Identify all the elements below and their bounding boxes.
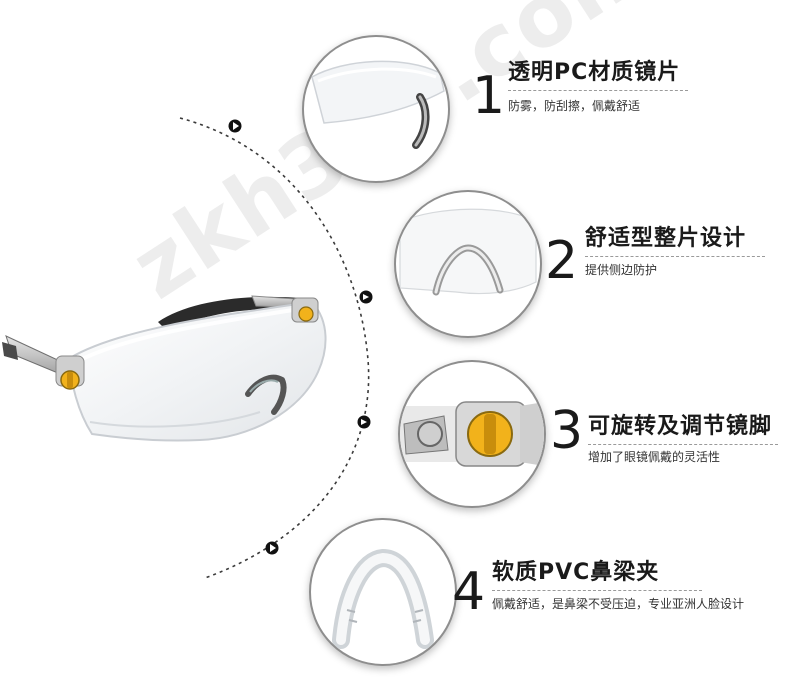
feature-4-divider: [492, 590, 702, 591]
feature-2-detail-circle: [394, 190, 542, 338]
nose-pad-closeup-image: [332, 548, 434, 649]
feature-4-number: 4: [452, 562, 486, 622]
lens-closeup-image: [311, 60, 445, 149]
arc-marker-1-icon: [228, 119, 242, 133]
feature-4-title: 软质PVC鼻梁夹: [492, 560, 660, 585]
feature-1-title: 透明PC材质镜片: [508, 60, 681, 85]
arc-marker-4-icon: [265, 541, 279, 555]
feature-1-divider: [508, 90, 688, 91]
feature-2-title: 舒适型整片设计: [585, 226, 747, 251]
feature-3-number: 3: [550, 401, 584, 461]
feature-4-desc: 佩戴舒适，是鼻梁不受压迫，专业亚洲人脸设计: [492, 597, 745, 611]
feature-1-detail-circle: [302, 35, 450, 183]
feature-1-desc: 防雾，防刮擦，佩戴舒适: [508, 99, 641, 113]
arc-marker-3-icon: [357, 415, 371, 429]
feature-1-number: 1: [472, 66, 506, 126]
hinge-closeup-image: [400, 401, 544, 467]
arc-marker-2-icon: [359, 290, 373, 304]
feature-3-divider: [588, 444, 778, 445]
safety-glasses-image: [2, 295, 327, 442]
feature-3-title: 可旋转及调节镜脚: [588, 414, 773, 439]
full-lens-closeup-image: [399, 208, 537, 296]
feature-2-desc: 提供侧边防护: [585, 263, 658, 277]
feature-4-detail-circle: [309, 518, 457, 666]
feature-3-desc: 增加了眼镜佩戴的灵活性: [588, 450, 721, 464]
feature-2-divider: [585, 256, 765, 257]
feature-2-number: 2: [545, 231, 579, 291]
feature-3-detail-circle: [398, 360, 546, 508]
